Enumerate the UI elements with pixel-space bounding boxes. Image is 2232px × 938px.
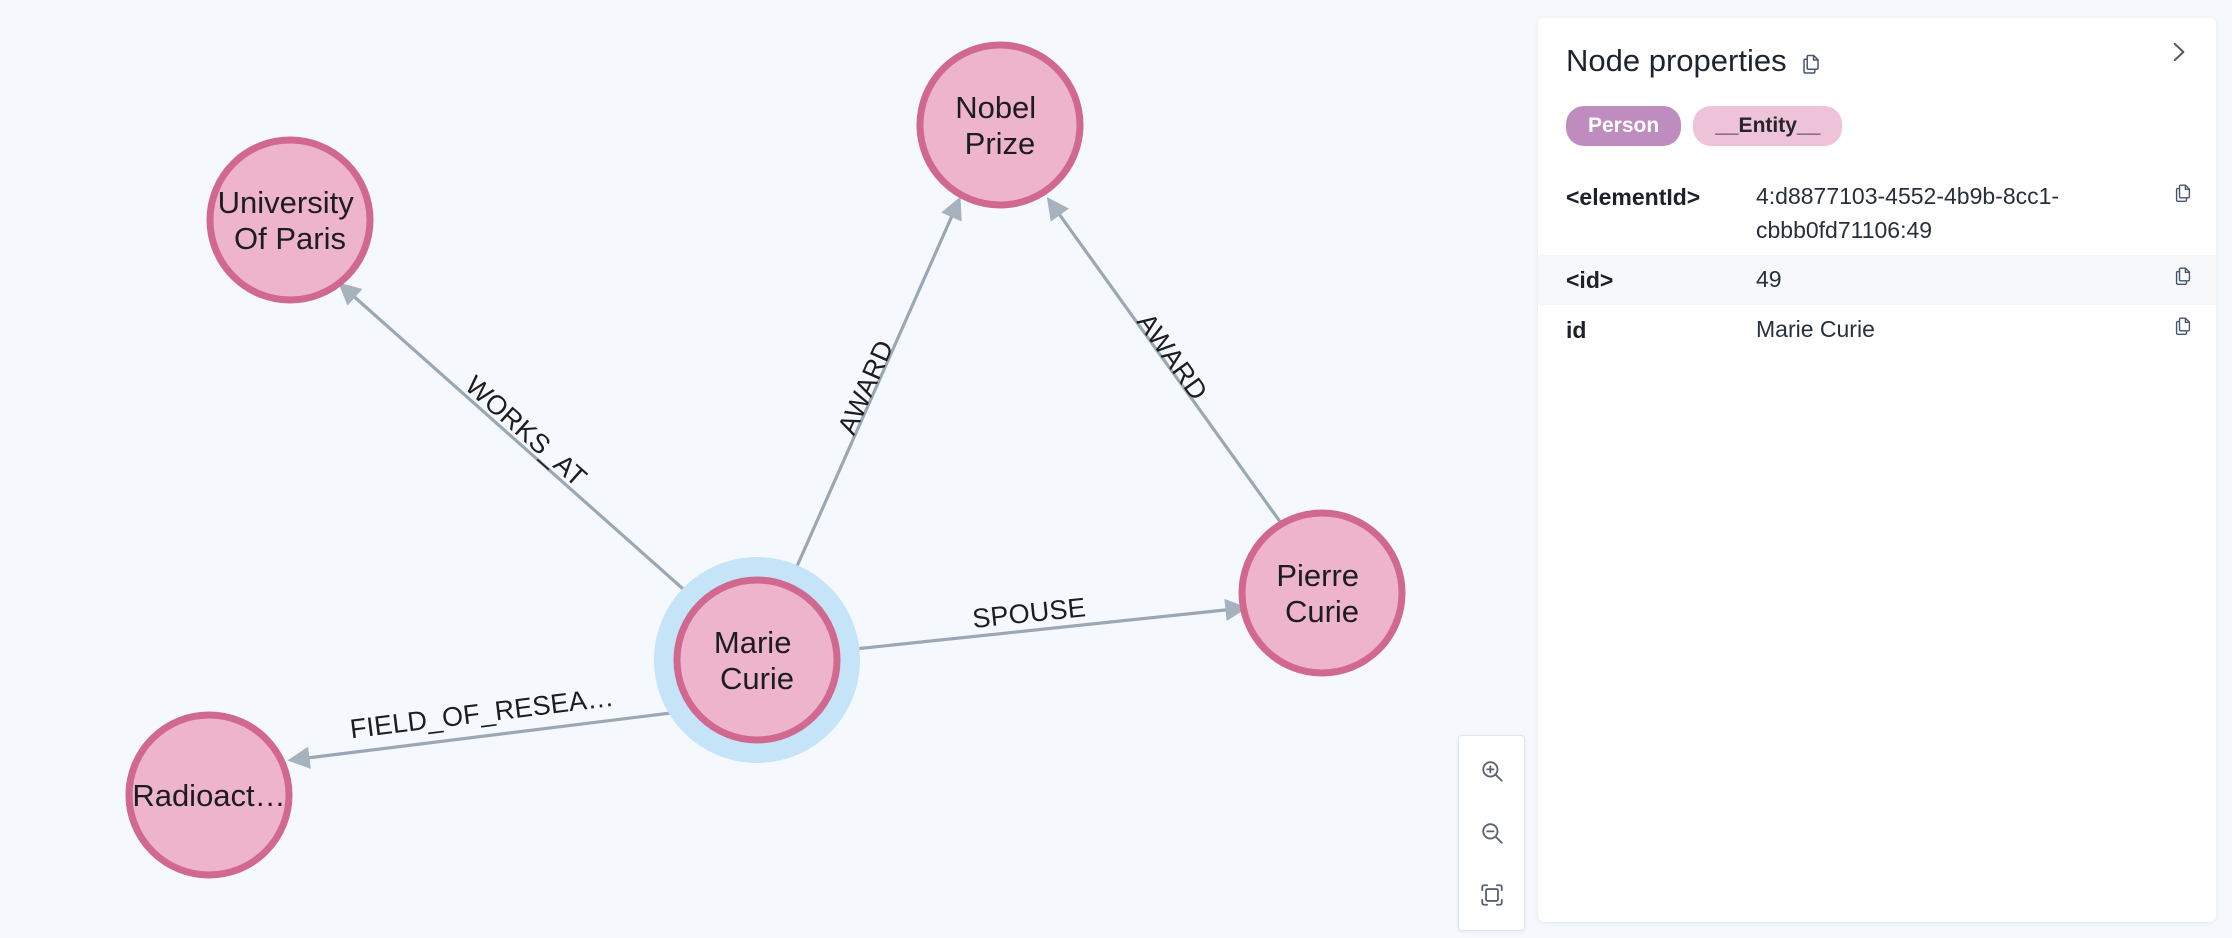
edge-label-award-pierre: AWARD xyxy=(1131,308,1213,406)
zoom-out-icon xyxy=(1479,820,1505,846)
property-key: <id> xyxy=(1566,267,1614,294)
node-university-of-paris[interactable]: University Of Paris xyxy=(206,136,374,304)
copy-icon[interactable] xyxy=(1799,52,1823,76)
zoom-controls xyxy=(1458,735,1525,931)
edge-label-award-marie: AWARD xyxy=(832,336,900,439)
zoom-in-icon xyxy=(1479,758,1505,784)
property-row-elementid: <elementId> 4:d8877103-4552-4b9b-8cc1-cb… xyxy=(1538,172,2216,255)
graph-canvas[interactable]: WORKS_AT AWARD AWARD SPOUSE FIELD_OF_RES… xyxy=(0,0,1538,938)
property-value: 4:d8877103-4552-4b9b-8cc1-cbbb0fd71106:4… xyxy=(1756,183,2060,243)
zoom-in-button[interactable] xyxy=(1469,750,1515,792)
property-value: Marie Curie xyxy=(1756,316,1875,343)
node-label-radioactivity: Radioact… xyxy=(132,778,285,813)
zoom-out-button[interactable] xyxy=(1469,812,1515,854)
node-label-marie-curie: Marie Curie xyxy=(714,625,800,696)
fit-to-screen-icon xyxy=(1479,882,1505,908)
node-label-chip-entity[interactable]: __Entity__ xyxy=(1693,106,1843,147)
edge-works-at[interactable]: WORKS_AT xyxy=(338,282,702,606)
copy-icon[interactable] xyxy=(2172,265,2194,287)
collapse-panel-button[interactable] xyxy=(2156,32,2200,76)
property-row-id-internal: <id> 49 xyxy=(1538,255,2216,306)
graph-visualization[interactable]: WORKS_AT AWARD AWARD SPOUSE FIELD_OF_RES… xyxy=(0,0,1538,938)
node-properties-panel: Node properties Person __Entity__ xyxy=(1538,18,2216,922)
node-pierre-curie[interactable]: Pierre Curie xyxy=(1238,509,1406,677)
node-nobel-prize[interactable]: Nobel Prize xyxy=(916,41,1084,209)
copy-icon[interactable] xyxy=(2172,182,2194,204)
fit-to-screen-button[interactable] xyxy=(1469,874,1515,916)
panel-header: Node properties xyxy=(1538,18,2216,78)
edge-spouse[interactable]: SPOUSE xyxy=(835,592,1248,653)
property-key: <elementId> xyxy=(1566,184,1701,211)
panel-title: Node properties xyxy=(1566,43,1787,78)
chevron-right-icon xyxy=(2165,39,2191,70)
properties-table: <elementId> 4:d8877103-4552-4b9b-8cc1-cb… xyxy=(1538,172,2216,355)
edge-award-pierre[interactable]: AWARD xyxy=(1046,196,1283,524)
node-label-university-of-paris: University Of Paris xyxy=(218,185,363,256)
node-label-chips: Person __Entity__ xyxy=(1538,78,2216,147)
edge-label-works-at: WORKS_AT xyxy=(460,370,593,493)
property-row-id: id Marie Curie xyxy=(1538,305,2216,355)
edge-field-of-research[interactable]: FIELD_OF_RESEA… xyxy=(287,682,680,769)
node-radioactivity[interactable]: Radioact… xyxy=(125,711,293,879)
property-value: 49 xyxy=(1756,266,1782,293)
copy-icon[interactable] xyxy=(2172,315,2194,337)
property-key: id xyxy=(1566,317,1587,344)
edge-award-marie[interactable]: AWARD xyxy=(788,196,962,583)
node-label-pierre-curie: Pierre Curie xyxy=(1276,558,1367,629)
node-marie-curie[interactable]: Marie Curie xyxy=(654,557,860,763)
node-label-chip-person[interactable]: Person xyxy=(1566,106,1682,147)
node-label-nobel-prize: Nobel Prize xyxy=(955,90,1045,161)
